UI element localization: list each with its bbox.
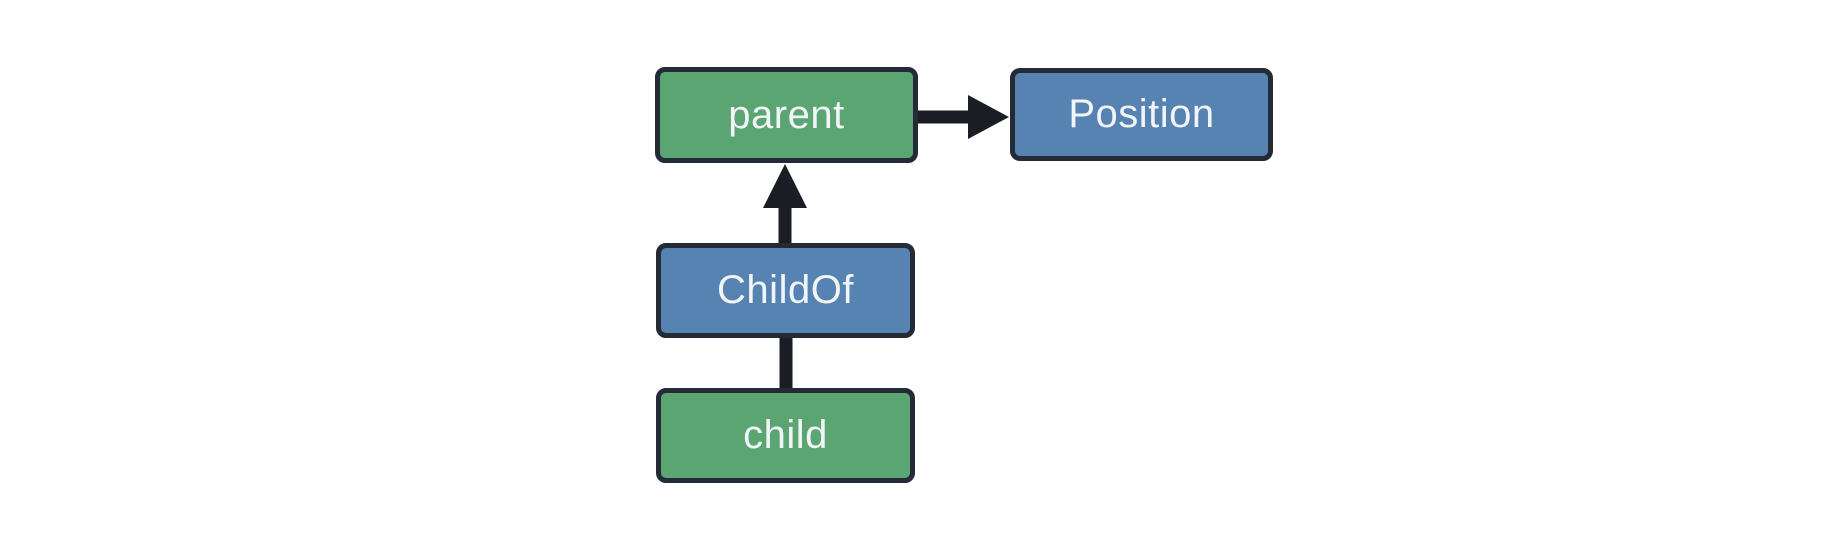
edge-parent-to-position: [915, 95, 1009, 139]
node-childof-label: ChildOf: [717, 268, 854, 312]
arrowhead-right-icon: [968, 95, 1009, 139]
node-position: Position: [1010, 68, 1273, 161]
node-childof: ChildOf: [656, 243, 915, 338]
arrowhead-up-icon: [763, 164, 807, 208]
node-child-label: child: [743, 413, 828, 457]
node-parent: parent: [655, 67, 918, 163]
node-position-label: Position: [1068, 92, 1215, 136]
node-parent-label: parent: [728, 92, 845, 137]
edge-childof-to-parent: [763, 164, 807, 246]
node-child: child: [656, 388, 915, 483]
